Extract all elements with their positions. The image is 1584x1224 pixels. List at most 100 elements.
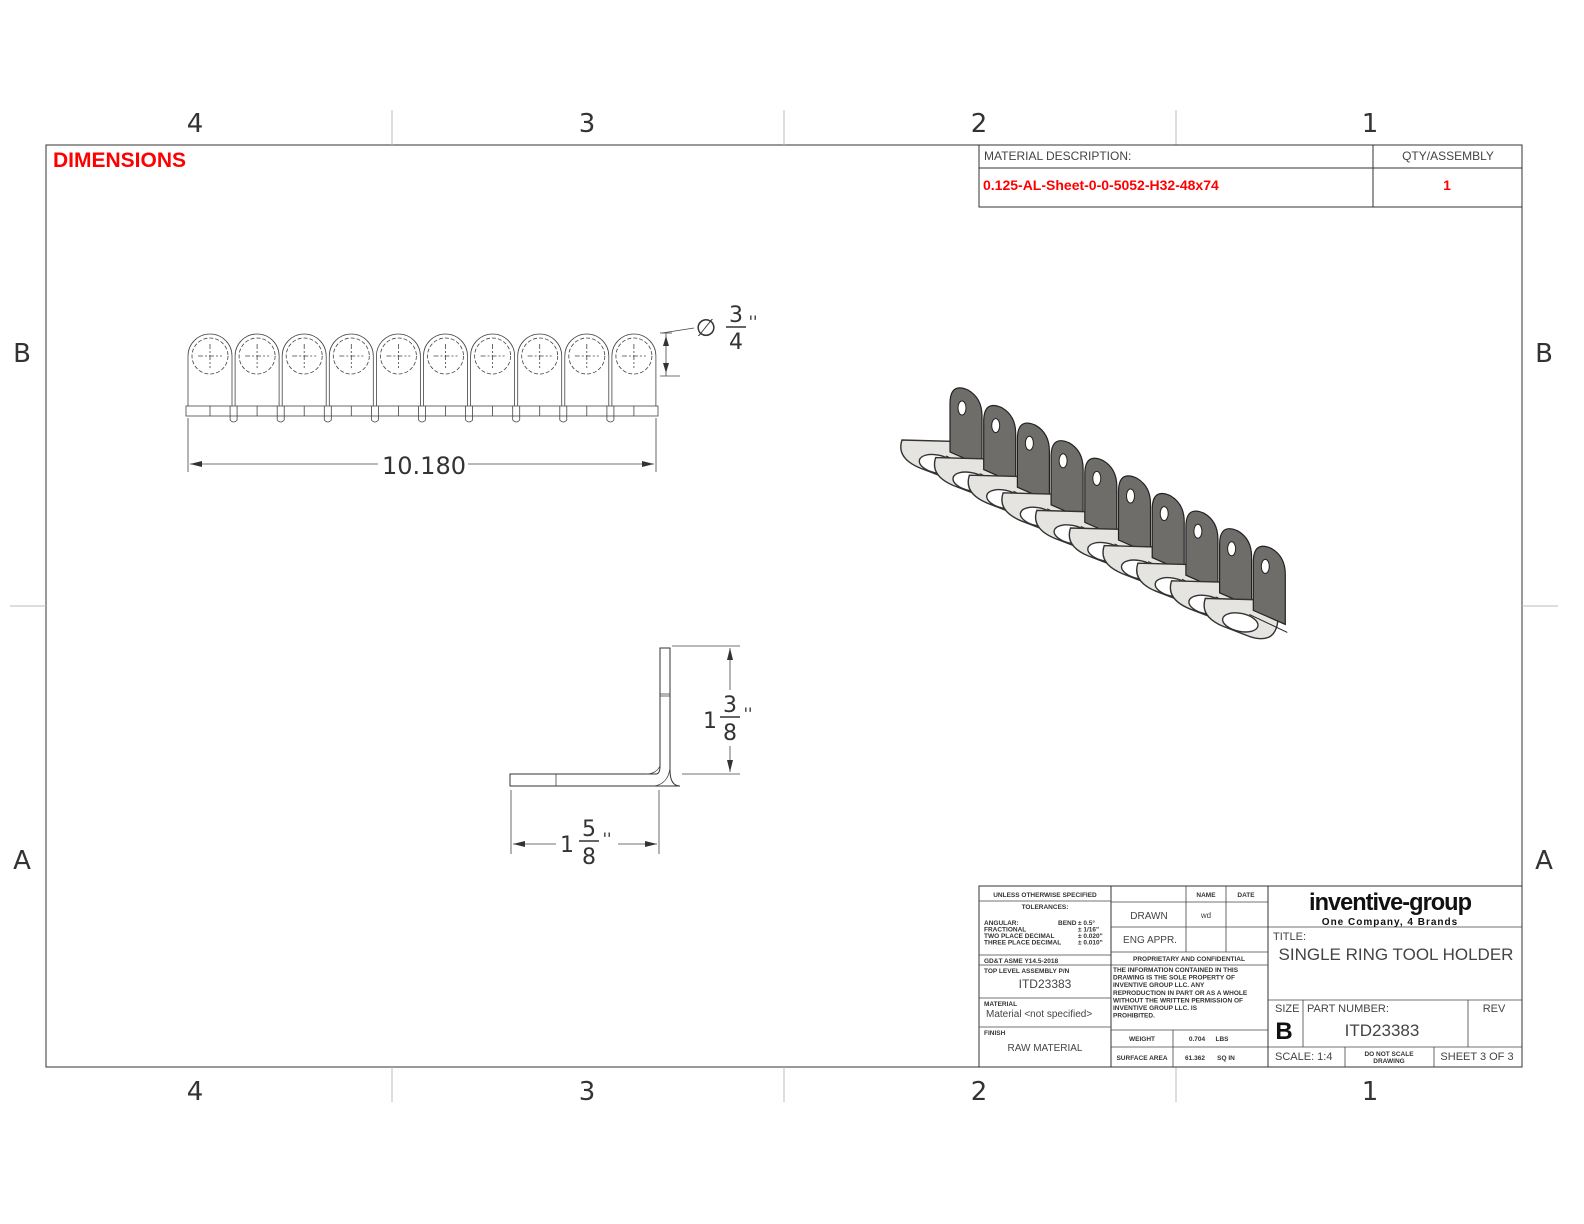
base-inch: '' [603, 829, 612, 848]
iso-tab-10 [1203, 545, 1288, 640]
dia-numerator: 3 [729, 303, 743, 328]
bom-material-value: 0.125-AL-Sheet-0-0-5052-H32-48x74 [983, 177, 1219, 193]
tb-tolerances: TOLERANCES: [1022, 904, 1069, 911]
tb-sheet: SHEET 3 OF 3 [1440, 1051, 1513, 1063]
zone-top-4: 4 [187, 109, 204, 139]
proprietary-line: INVENTIVE GROUP LLC. ANY [1113, 982, 1205, 989]
tab-3 [276, 333, 327, 423]
zone-top-1: 1 [1362, 109, 1379, 139]
tb-weight-value: 0.704 [1189, 1036, 1206, 1043]
tb-material-label: MATERIAL [984, 1001, 1017, 1008]
tb-do-not-scale-1: DO NOT SCALE [1364, 1051, 1414, 1058]
tol-label: THREE PLACE DECIMAL [984, 940, 1061, 947]
overall-length-dim: 10.180 [382, 452, 466, 480]
dia-denominator: 4 [729, 330, 743, 355]
tab-9 [559, 333, 610, 423]
tb-drawn-name: wd [1200, 911, 1211, 920]
tol-label: ANGULAR: [984, 920, 1019, 927]
proprietary-line: PROHIBITED. [1113, 1013, 1155, 1020]
base-denominator: 8 [582, 845, 596, 870]
zone-ticks [10, 110, 1558, 1102]
dia-symbol: ∅ [696, 314, 717, 342]
title-block: UNLESS OTHERWISE SPECIFIED TOLERANCES: A… [978, 885, 1523, 1068]
zone-top-2: 2 [971, 109, 988, 139]
zone-right-A: A [1535, 846, 1553, 876]
tb-top-level-label: TOP LEVEL ASSEMBLY P/N [984, 968, 1070, 975]
tol-value: ± 0.5° [1078, 919, 1095, 927]
proprietary-line: THE INFORMATION CONTAINED IN THIS [1113, 967, 1239, 974]
company-tagline: One Company, 4 Brands [1322, 917, 1458, 928]
zone-bottom-4: 4 [187, 1077, 204, 1107]
isometric-view [900, 387, 1288, 640]
height-denominator: 8 [723, 721, 737, 746]
tb-weight-label: WEIGHT [1129, 1036, 1155, 1043]
tol-value: ± 0.010" [1078, 940, 1103, 947]
tab-4 [323, 333, 374, 423]
company-logo: inventive-group [1309, 889, 1471, 916]
dia-inch: '' [749, 312, 758, 331]
tb-finish-value: RAW MATERIAL [1007, 1043, 1082, 1054]
zone-top-3: 3 [579, 109, 596, 139]
height-numerator: 3 [723, 693, 737, 718]
proprietary-line: DRAWING IS THE SOLE PROPERTY OF [1113, 975, 1235, 982]
tb-rev-label: REV [1483, 1003, 1506, 1015]
tb-size-label: SIZE [1275, 1003, 1299, 1015]
drawing-border [45, 144, 1523, 1068]
base-numerator: 5 [582, 817, 596, 842]
tb-part-number: ITD23383 [1345, 1021, 1420, 1040]
tb-tolerance-lines: ANGULAR: BEND± 0.5° FRACTIONAL ± 1/16" TWO P… [984, 919, 1103, 947]
tb-proprietary: PROPRIETARY AND CONFIDENTIAL [1133, 956, 1245, 963]
tol-value: ± 0.020" [1078, 933, 1103, 940]
tab-7 [465, 333, 515, 423]
tb-name-header: NAME [1196, 892, 1216, 899]
tb-surface-value: 61.362 [1185, 1055, 1205, 1062]
tb-unless: UNLESS OTHERWISE SPECIFIED [993, 892, 1097, 899]
tab-10 [606, 333, 657, 423]
bom-table: MATERIAL DESCRIPTION: QTY/ASSEMBLY 0.125… [978, 144, 1523, 208]
tab-8 [512, 333, 563, 423]
tb-gdt: GD&T ASME Y14.5-2018 [984, 958, 1058, 965]
side-view-dimensions: 1 3 8 '' 1 5 8 '' [510, 645, 753, 870]
tb-surface-unit: SQ IN [1217, 1055, 1235, 1062]
tb-material-value: Material <not specified> [986, 1009, 1092, 1020]
tb-size-value: B [1275, 1018, 1292, 1045]
zone-bottom-2: 2 [971, 1077, 988, 1107]
drawing-title: SINGLE RING TOOL HOLDER [1279, 945, 1514, 964]
tb-date-header: DATE [1237, 892, 1255, 899]
view-label: DIMENSIONS [53, 149, 187, 172]
tb-surface-label: SURFACE AREA [1116, 1055, 1167, 1062]
tab-1 [187, 333, 233, 416]
side-view [509, 647, 681, 787]
proprietary-line: REPRODUCTION IN PART OR AS A WHOLE [1113, 990, 1248, 997]
zone-bottom-3: 3 [579, 1077, 596, 1107]
tb-scale: SCALE: 1:4 [1275, 1051, 1332, 1063]
proprietary-line: WITHOUT THE WRITTEN PERMISSION OF [1113, 997, 1243, 1004]
tol-label: TWO PLACE DECIMAL [984, 933, 1054, 940]
tb-part-label: PART NUMBER: [1307, 1003, 1389, 1015]
height-inch: '' [744, 704, 753, 723]
zone-left-A: A [13, 846, 31, 876]
zone-bottom-1: 1 [1362, 1077, 1379, 1107]
tb-do-not-scale-2: DRAWING [1373, 1058, 1404, 1065]
zone-left-B: B [13, 339, 31, 369]
bom-qty-header: QTY/ASSEMBLY [1402, 149, 1494, 163]
zone-right-B: B [1535, 339, 1553, 369]
tol-qualifier: BEND [1058, 920, 1077, 927]
bom-material-header: MATERIAL DESCRIPTION: [984, 149, 1131, 163]
front-view [185, 333, 659, 423]
tol-value: ± 1/16" [1078, 927, 1099, 934]
tab-2 [229, 333, 280, 423]
tol-label: FRACTIONAL [984, 927, 1026, 934]
tab-6 [418, 333, 468, 423]
height-whole: 1 [703, 709, 717, 734]
tb-top-level-value: ITD23383 [1019, 977, 1072, 991]
tb-drawn-label: DRAWN [1130, 911, 1167, 922]
tb-weight-unit: LBS [1216, 1036, 1230, 1043]
tab-5 [371, 333, 421, 423]
tb-proprietary-text: THE INFORMATION CONTAINED IN THISDRAWING… [1113, 967, 1248, 1020]
bom-qty-value: 1 [1443, 177, 1451, 193]
front-view-dimensions: 10.180 ∅ 3 4 '' [187, 303, 758, 480]
tb-finish-label: FINISH [984, 1030, 1006, 1037]
base-whole: 1 [560, 833, 574, 858]
